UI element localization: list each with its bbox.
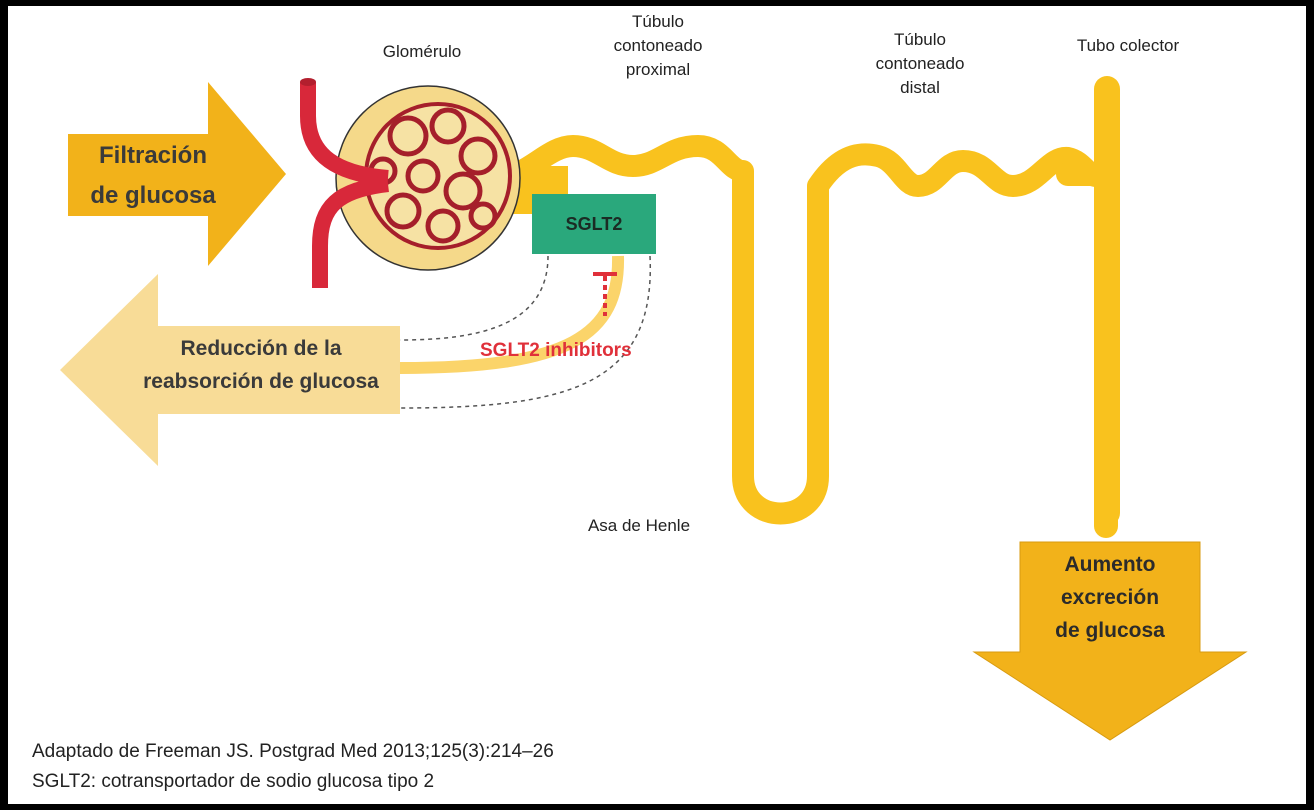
collecting-tube (1094, 76, 1120, 526)
collecting-duct-label: Tubo colector (1048, 34, 1208, 58)
sglt2-label: SGLT2 (566, 214, 623, 235)
caption-definition: SGLT2: cotransportador de sodio glucosa … (32, 768, 434, 796)
caption-source: Adaptado de Freeman JS. Postgrad Med 201… (32, 738, 554, 766)
proximal-tubule-label: Túbulo contoneado proximal (588, 10, 728, 82)
sglt2-inhibitors-label: SGLT2 inhibitors (480, 340, 632, 362)
sglt2-box: SGLT2 (532, 194, 656, 254)
diagram-frame: Glomérulo Túbulo contoneado proximal Túb… (8, 6, 1306, 804)
distal-tubule-label: Túbulo contoneado distal (850, 28, 990, 100)
nephron-diagram (8, 6, 1306, 804)
excretion-arrow-label: Aumento excreción de glucosa (1020, 548, 1200, 647)
loop-of-henle-label: Asa de Henle (564, 514, 714, 538)
glomerulus-label: Glomérulo (362, 40, 482, 64)
filtration-arrow-label: Filtración de glucosa (78, 136, 228, 216)
reabsorption-arrow-label: Reducción de la reabsorción de glucosa (126, 332, 396, 398)
